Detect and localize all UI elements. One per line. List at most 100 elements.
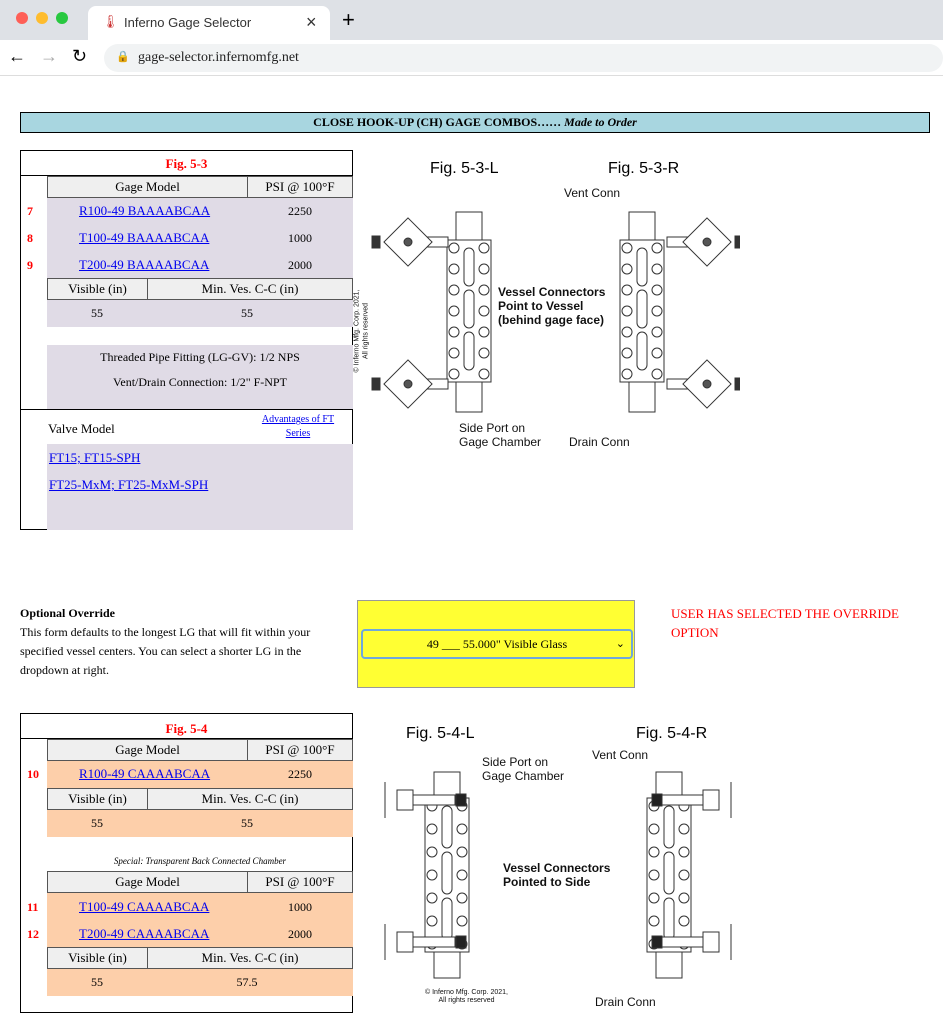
bolt-icon bbox=[456, 915, 468, 927]
valve-link[interactable]: FT25-MxM; FT25-MxM-SPH bbox=[49, 477, 209, 492]
gage-model-link[interactable]: T200-49 CAAAABCAA bbox=[79, 926, 210, 941]
bolt-icon bbox=[678, 892, 690, 904]
bolt-icon bbox=[448, 326, 460, 338]
dropdown-selected: 49 ___ 55.000" Visible Glass bbox=[426, 637, 568, 651]
back-arrow-icon[interactable]: ← bbox=[8, 46, 26, 66]
glass-slot bbox=[441, 851, 453, 895]
col-min-ves: Min. Ves. C-C (in) bbox=[147, 788, 353, 810]
bolt-icon bbox=[478, 368, 490, 380]
row-number: 8 bbox=[27, 231, 33, 245]
glass-slot bbox=[636, 331, 648, 371]
bolt-icon bbox=[448, 368, 460, 380]
vessel-connector bbox=[651, 793, 663, 807]
gage-model-link[interactable]: T100-49 CAAAABCAA bbox=[79, 899, 210, 914]
close-tab-icon[interactable]: × bbox=[306, 12, 317, 32]
col-psi: PSI @ 100°F bbox=[247, 176, 353, 198]
vent-info: Vent/Drain Connection: 1/2" F-NPT bbox=[113, 375, 287, 389]
valve-plug bbox=[734, 377, 740, 391]
fig-5-4-l-title: Fig. 5-4-L bbox=[406, 725, 475, 742]
bolt-icon bbox=[621, 284, 633, 296]
col-visible: Visible (in) bbox=[47, 947, 148, 969]
banner-subtitle: Made to Order bbox=[564, 115, 637, 129]
glass-slot bbox=[441, 897, 453, 941]
valve-model-label: Valve Model bbox=[48, 421, 115, 436]
copyright-text: © Inferno Mfg. Corp. 2021,All rights res… bbox=[353, 289, 370, 373]
new-tab-button[interactable]: + bbox=[342, 7, 355, 32]
bolt-icon bbox=[478, 305, 490, 317]
glass-slot bbox=[663, 805, 675, 849]
glass-slot bbox=[663, 897, 675, 941]
row-number: 10 bbox=[27, 767, 39, 781]
col-min-ves: Min. Ves. C-C (in) bbox=[147, 947, 353, 969]
psi-value: 2250 bbox=[288, 204, 312, 218]
bolt-icon bbox=[478, 284, 490, 296]
browser-tab[interactable]: 🌡 Inferno Gage Selector × bbox=[88, 6, 330, 40]
bolt-icon bbox=[651, 284, 663, 296]
gage-model-link[interactable]: T200-49 BAAAABCAA bbox=[79, 257, 210, 272]
drain-conn-label: Drain Conn bbox=[595, 995, 656, 1009]
col-gage-model: Gage Model bbox=[47, 176, 248, 198]
fig-5-4-r-title: Fig. 5-4-R bbox=[636, 725, 708, 742]
bolt-icon bbox=[651, 305, 663, 317]
glass-slot bbox=[636, 289, 648, 329]
glass-slot bbox=[463, 289, 475, 329]
psi-value: 1000 bbox=[288, 231, 312, 245]
bolt-icon bbox=[426, 915, 438, 927]
valve-plug bbox=[371, 377, 381, 391]
url-field[interactable]: 🔒 gage-selector.infernomfg.net bbox=[104, 44, 943, 72]
gage-model-link[interactable]: R100-49 CAAAABCAA bbox=[79, 766, 211, 781]
bolt-icon bbox=[621, 242, 633, 254]
fitting-info: Threaded Pipe Fitting (LG-GV): 1/2 NPS bbox=[100, 350, 300, 364]
col-visible: Visible (in) bbox=[47, 278, 148, 300]
override-notice: USER HAS SELECTED THE OVERRIDE OPTION bbox=[671, 606, 899, 640]
bolt-icon bbox=[478, 347, 490, 359]
valve-body bbox=[702, 789, 720, 811]
bolt-icon bbox=[478, 263, 490, 275]
fig-5-3-diagram bbox=[371, 211, 740, 413]
override-section: Optional Override This form defaults to … bbox=[20, 604, 350, 680]
bolt-icon bbox=[448, 347, 460, 359]
gage-model-link[interactable]: R100-49 BAAAABCAA bbox=[79, 203, 211, 218]
valve-handle-icon bbox=[702, 379, 712, 389]
fig-5-3-table: Fig. 5-3 Gage Model PSI @ 100°F 7 R100-4… bbox=[20, 150, 353, 530]
fig-5-3-r-title: Fig. 5-3-R bbox=[608, 160, 680, 177]
bolt-icon bbox=[621, 368, 633, 380]
gage-model-link[interactable]: T100-49 BAAAABCAA bbox=[79, 230, 210, 245]
bolt-icon bbox=[648, 915, 660, 927]
vessel-connector bbox=[455, 935, 467, 949]
vessel-connector bbox=[651, 935, 663, 949]
valve-plug bbox=[371, 235, 381, 249]
row-number: 7 bbox=[27, 204, 33, 218]
col-gage-model: Gage Model bbox=[47, 871, 248, 893]
minimize-window-button[interactable] bbox=[36, 12, 48, 24]
row-number: 12 bbox=[27, 927, 39, 941]
psi-value: 2250 bbox=[288, 767, 312, 781]
vent-conn-label: Vent Conn bbox=[592, 748, 649, 762]
bolt-icon bbox=[678, 915, 690, 927]
bolt-icon bbox=[426, 892, 438, 904]
glass-slot bbox=[441, 805, 453, 849]
forward-arrow-icon[interactable]: → bbox=[40, 46, 58, 66]
fig-5-3-l-title: Fig. 5-3-L bbox=[430, 160, 499, 177]
favicon-thermometer-icon: 🌡 bbox=[102, 14, 119, 29]
advantages-ft-link[interactable]: Advantages of FT Series bbox=[261, 414, 335, 439]
bolt-icon bbox=[678, 823, 690, 835]
visible-glass-dropdown[interactable]: 49 ___ 55.000" Visible Glass ⌄ bbox=[361, 629, 633, 659]
bolt-icon bbox=[651, 368, 663, 380]
bolt-icon bbox=[621, 347, 633, 359]
bolt-icon bbox=[651, 326, 663, 338]
bolt-icon bbox=[478, 242, 490, 254]
special-note: Special: Transparent Back Connected Cham… bbox=[113, 856, 287, 866]
bolt-icon bbox=[651, 242, 663, 254]
banner-title: CLOSE HOOK-UP (CH) GAGE COMBOS…… bbox=[313, 115, 565, 129]
fig-5-4-diagram bbox=[384, 771, 732, 979]
override-panel: 49 ___ 55.000" Visible Glass ⌄ bbox=[357, 600, 635, 688]
close-window-button[interactable] bbox=[16, 12, 28, 24]
bolt-icon bbox=[678, 846, 690, 858]
maximize-window-button[interactable] bbox=[56, 12, 68, 24]
reload-icon[interactable]: ↻ bbox=[72, 46, 88, 66]
override-text: This form defaults to the longest LG tha… bbox=[20, 625, 311, 677]
valve-link[interactable]: FT15; FT15-SPH bbox=[49, 450, 141, 465]
